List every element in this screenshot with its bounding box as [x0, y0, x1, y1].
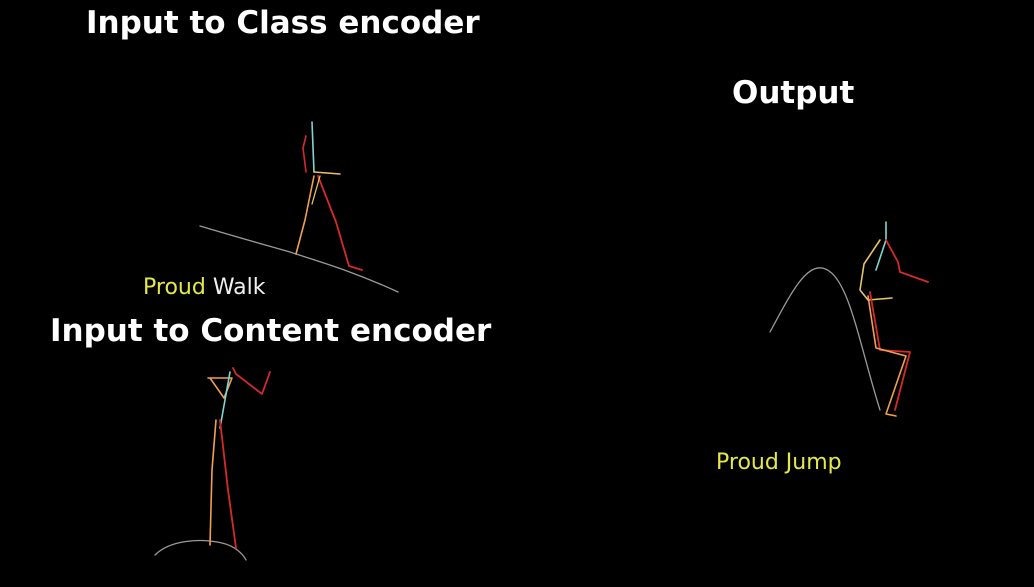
motion-label: Walk: [212, 275, 266, 300]
output-caption: Proud Jump: [716, 450, 842, 475]
class-input-skeleton: [199, 121, 399, 293]
content-input-trajectory: [154, 539, 247, 561]
class-input-trajectory: [199, 225, 399, 293]
class-input-caption: Proud Walk: [143, 277, 266, 299]
class-encoder-heading: Input to Class encoder: [86, 5, 480, 41]
content-encoder-heading: Input to Content encoder: [50, 313, 492, 349]
output-heading: Output: [732, 75, 855, 111]
style-label: Proud: [143, 275, 206, 300]
content-input-skeleton: [154, 367, 271, 561]
output-skeleton: [769, 221, 929, 417]
output-trajectory: [769, 267, 881, 411]
